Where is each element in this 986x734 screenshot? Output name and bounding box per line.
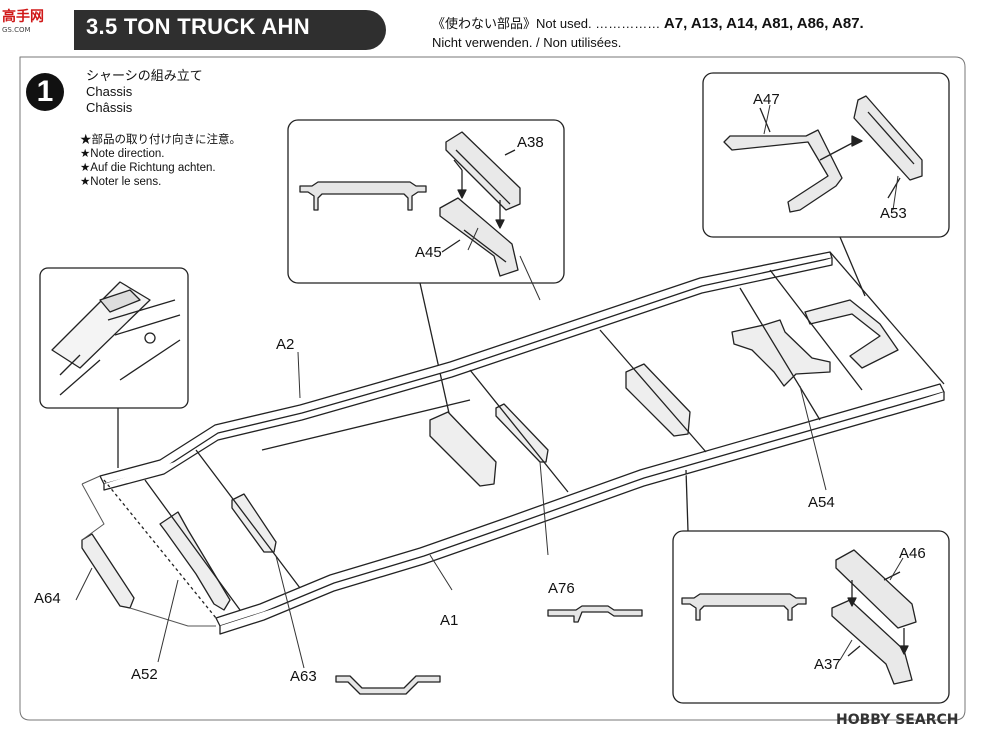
page-title: 3.5 TON TRUCK AHN — [86, 14, 310, 39]
step-number: 1 — [26, 73, 64, 111]
label-A1: A1 — [440, 612, 459, 629]
step-title: シャーシの組み立て Chassis Châssis — [86, 68, 203, 116]
label-leaders — [75, 104, 904, 669]
label-A37: A37 — [814, 656, 841, 673]
label-A64: A64 — [34, 590, 61, 607]
detail-inset-left — [39, 267, 189, 409]
logo-subtext: GS.COM — [2, 26, 31, 34]
label-A2: A2 — [276, 336, 295, 353]
step-title-fr: Châssis — [86, 100, 133, 115]
not-used-de-fr: Nicht verwenden. / Non utilisées. — [432, 35, 622, 50]
note-jp: ★部品の取り付け向きに注意。 — [80, 134, 241, 146]
not-used-note: 《使わない部品》Not used. …………… A7, A13, A14, A8… — [432, 14, 864, 52]
inset-leader-right-top — [839, 236, 866, 297]
part-A76-section — [547, 605, 643, 623]
assembly-arrows — [144, 269, 863, 611]
note-fr: ★Noter le sens. — [80, 176, 162, 188]
label-A52: A52 — [131, 666, 158, 683]
label-A47: A47 — [753, 91, 780, 108]
header-bar — [74, 10, 386, 50]
detail-inset-right-top — [702, 72, 950, 238]
not-used-jp: 《使わない部品》Not used. — [432, 16, 592, 31]
label-A54: A54 — [808, 494, 835, 511]
step-frame — [19, 56, 966, 721]
label-A53: A53 — [880, 205, 907, 222]
part-A63-section — [335, 675, 441, 695]
step-title-en: Chassis — [86, 84, 133, 99]
label-A76: A76 — [548, 580, 575, 597]
label-A46: A46 — [899, 545, 926, 562]
step-title-jp: シャーシの組み立て — [86, 68, 203, 83]
label-A45: A45 — [415, 244, 442, 261]
direction-notes: ★部品の取り付け向きに注意。 ★Note direction. ★Auf die… — [80, 133, 241, 189]
footprint-outline — [81, 475, 216, 627]
site-logo: 高手网 GS.COM — [2, 6, 44, 34]
watermark: HOBBY SEARCH — [836, 712, 959, 728]
label-A63: A63 — [290, 668, 317, 685]
not-used-dots: …………… — [595, 16, 661, 31]
label-A38: A38 — [517, 134, 544, 151]
not-used-parts: A7, A13, A14, A81, A86, A87. — [663, 15, 864, 32]
logo-text: 高手网 — [2, 9, 44, 25]
chassis-frame — [81, 251, 945, 635]
detail-inset-right-bottom — [672, 530, 950, 704]
detail-inset-top — [287, 119, 565, 284]
note-en: ★Note direction. — [80, 148, 165, 160]
note-de: ★Auf die Richtung achten. — [80, 162, 216, 174]
inset-leader-right-bottom — [685, 469, 689, 532]
